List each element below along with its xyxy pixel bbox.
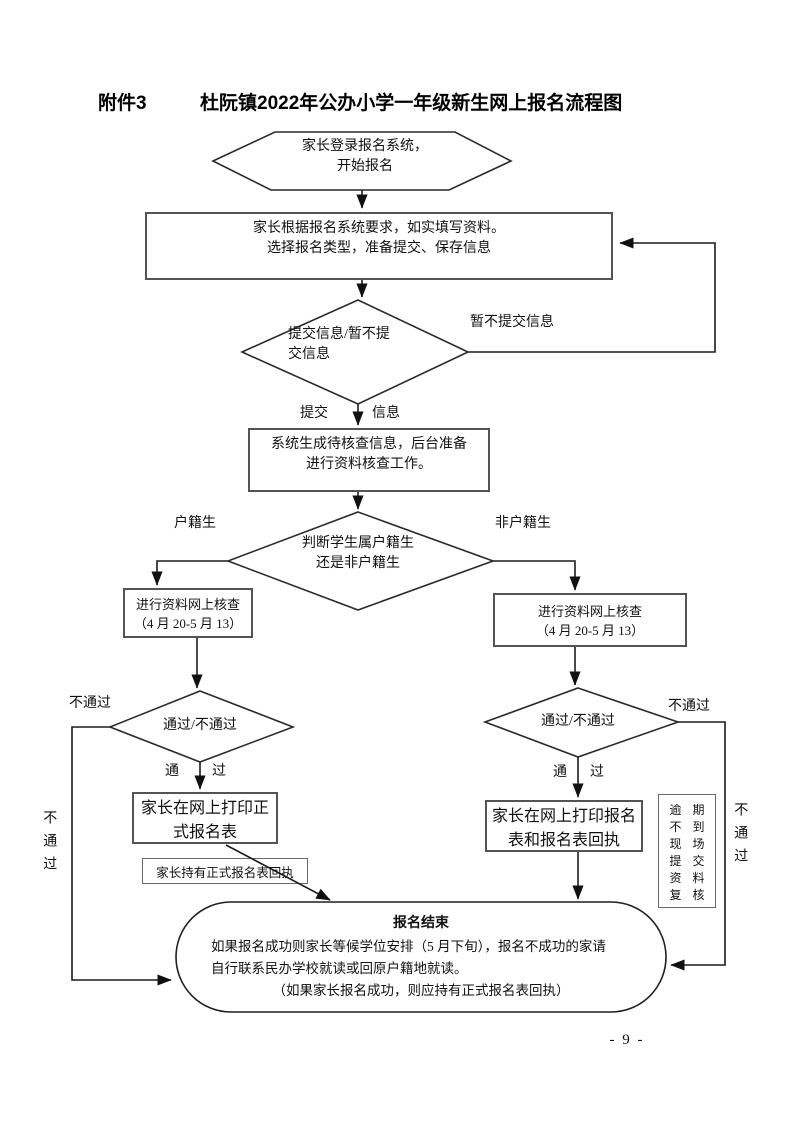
left-pass-text: 通过/不通过 bbox=[163, 718, 237, 733]
left-check-box: 进行资料网上核查 （4 月 20-5 月 13） bbox=[123, 588, 253, 638]
page-title: 杜阮镇2022年公办小学一年级新生网上报名流程图 bbox=[200, 93, 623, 114]
right-check-box: 进行资料网上核查 （4 月 20-5 月 13） bbox=[493, 593, 687, 647]
left-print-box: 家长在网上打印正 式报名表 bbox=[132, 792, 278, 844]
left-fail-label: 不通过 bbox=[69, 696, 111, 711]
end-title: 报名结束 bbox=[393, 916, 449, 931]
receipt-note-box: 家长持有正式报名表回执 bbox=[142, 858, 308, 884]
non-hukou-branch-label: 非户籍生 bbox=[495, 516, 551, 531]
fill-form-box: 家长根据报名系统要求，如实填写资料。 选择报名类型，准备提交、保存信息 bbox=[145, 212, 613, 280]
end-line3: （如果家长报名成功，则应持有正式报名表回执） bbox=[272, 983, 570, 998]
attachment-label: 附件3 bbox=[98, 93, 147, 114]
generate-info-box: 系统生成待核查信息，后台准备 进行资料核查工作。 bbox=[248, 428, 490, 492]
end-terminal bbox=[175, 901, 667, 1013]
right-pass-label-a: 通 bbox=[553, 765, 567, 780]
right-print-box: 家长在网上打印报名 表和报名表回执 bbox=[485, 800, 643, 852]
left-fail-path bbox=[71, 726, 172, 986]
start-hexagon bbox=[211, 131, 513, 191]
right-pass-label-b: 过 bbox=[590, 765, 604, 780]
submit-label-left: 提交 bbox=[300, 406, 328, 421]
end-line1: 如果报名成功则家长等候学位安排（5 月下旬），报名不成功的家请 bbox=[211, 939, 606, 954]
left-fail-vertical-label: 不通过 bbox=[41, 810, 57, 879]
end-line2: 自行联系民办学校就读或回原户籍地就读。 bbox=[211, 961, 468, 976]
right-pass-text: 通过/不通过 bbox=[541, 714, 615, 729]
right-fail-label: 不通过 bbox=[668, 699, 710, 714]
submit-label-right: 信息 bbox=[372, 406, 400, 421]
residency-decision-diamond bbox=[225, 511, 496, 611]
left-pass-label-b: 过 bbox=[212, 764, 226, 779]
submit-decision-text: 提交信息/暂不提 交信息 bbox=[288, 327, 390, 363]
start-node-text: 家长登录报名系统， 开始报名 bbox=[302, 139, 428, 175]
left-pass-label-a: 通 bbox=[165, 764, 179, 779]
overdue-note-box: 逾 期 不 到 现 场 提 交 资 料 复 核 bbox=[658, 794, 716, 908]
not-submit-loop bbox=[468, 237, 716, 353]
residency-decision-text: 判断学生属户籍生 还是非户籍生 bbox=[302, 536, 414, 572]
page-number: - 9 - bbox=[609, 1032, 645, 1048]
right-fail-path bbox=[670, 721, 726, 971]
right-fail-vertical-label: 不通过 bbox=[732, 802, 748, 871]
hukou-branch-label: 户籍生 bbox=[174, 516, 216, 531]
not-submit-label: 暂不提交信息 bbox=[470, 315, 554, 330]
